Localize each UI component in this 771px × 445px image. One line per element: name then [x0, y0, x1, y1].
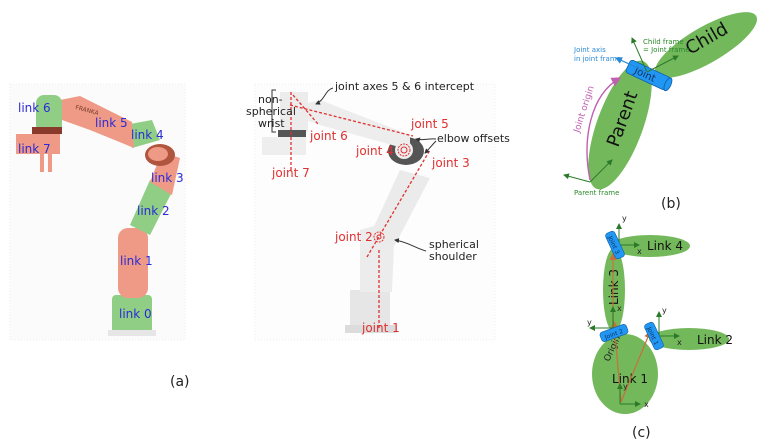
- label-joint-1: joint 1: [361, 321, 400, 335]
- child-frame-x: [646, 55, 679, 73]
- robot-base-plate: [345, 325, 397, 333]
- link-5-shape: [60, 96, 134, 148]
- panel-a-joint-robot: joint 6 joint 7 joint 5 joint 4 joint 3 …: [246, 80, 510, 341]
- link-2-shape: [130, 180, 172, 235]
- annotation-wrist-1: non-: [258, 93, 283, 106]
- child-frame-label-1: Child frame: [643, 38, 684, 46]
- label-joint-6: joint 6: [309, 129, 348, 143]
- label-joint-3: joint 3: [431, 156, 470, 170]
- panel-c: Link 1 Link 2 Link 3 Link 4 Origin x y x…: [587, 214, 733, 414]
- joint-origin-label: Joint origin: [572, 85, 597, 135]
- label-joint-4: joint 4: [355, 144, 394, 158]
- base-plate: [108, 330, 156, 336]
- annotation-intercept: joint axes 5 & 6 intercept: [334, 80, 475, 93]
- label-link-6: link 6: [18, 101, 51, 115]
- link-3-shape: [150, 152, 180, 195]
- joint-2-x-label: x: [617, 304, 622, 313]
- link-0-shape: [112, 295, 152, 333]
- base-y-label: y: [623, 382, 628, 391]
- label-joint-2: joint 2: [334, 230, 373, 244]
- gripper-finger-left: [40, 154, 44, 172]
- intercept-arrow: [315, 87, 334, 105]
- joint-origin-arrow: [586, 77, 622, 181]
- robot-base: [350, 290, 390, 330]
- joint-1-x-label: x: [677, 338, 682, 347]
- label-link-7: link 7: [18, 142, 51, 156]
- link-7-shape: [16, 134, 60, 154]
- label-link-5: link 5: [95, 116, 128, 130]
- label-link-2: link 2: [137, 204, 170, 218]
- child-frame-y: [631, 37, 648, 73]
- joint-2-y-label: y: [587, 318, 592, 327]
- joint-4-marker: [397, 143, 411, 157]
- joint-3-x-label: x: [637, 247, 642, 256]
- joint-6-axis: [292, 94, 319, 125]
- elbow-cap: [148, 147, 168, 161]
- joint-1-y-label: y: [662, 306, 667, 315]
- base-x-label: x: [644, 400, 649, 409]
- label-link-3: link 3: [151, 171, 184, 185]
- link-2-label: Link 2: [697, 333, 733, 347]
- robot-gripper: [262, 137, 306, 155]
- parent-frame-label: Parent frame: [574, 189, 619, 197]
- parent-frame-x: [563, 173, 591, 183]
- robot-flange: [278, 130, 306, 137]
- link-4-shape: [130, 120, 160, 148]
- robot-link-6: [280, 92, 308, 132]
- joint-axis-label-1: Joint axis: [573, 46, 606, 54]
- caption-c: (c): [632, 425, 651, 441]
- flange: [32, 127, 62, 134]
- annotation-shoulder-2: shoulder: [429, 250, 477, 263]
- joint-2-marker: [373, 231, 385, 243]
- elbow-arrow-1: [415, 137, 437, 143]
- joint-3-y-label: y: [622, 214, 627, 223]
- origin-vector-joint-1: [620, 330, 652, 403]
- label-link-0: link 0: [119, 307, 152, 321]
- wrist-bracket: [271, 89, 276, 133]
- label-joint-7: joint 7: [271, 166, 310, 180]
- joint-axis-label-2: in joint frame: [574, 55, 621, 63]
- gripper-finger-right: [48, 154, 52, 172]
- elbow-arrow-2: [424, 140, 437, 154]
- link-3-ellipse: [603, 248, 625, 332]
- link-4-label: Link 4: [647, 239, 683, 253]
- joint-4-marker-inner: [400, 146, 408, 154]
- child-ellipse: [654, 12, 758, 78]
- caption-b: (b): [661, 196, 681, 212]
- annotation-shoulder-1: spherical: [429, 238, 479, 251]
- joint-axes: [289, 92, 431, 330]
- label-link-4: link 4: [131, 128, 164, 142]
- joint-2-marker-inner: [376, 234, 382, 240]
- link-1-shape: [118, 228, 148, 298]
- robot-link-5: [300, 100, 410, 150]
- link-2-ellipse: [649, 328, 729, 350]
- label-link-1: link 1: [120, 254, 153, 268]
- parent-ellipse: [588, 60, 652, 190]
- coordinate-frames: [589, 223, 680, 407]
- annotation-elbow: elbow offsets: [437, 132, 510, 145]
- joint-3-axis: [366, 149, 431, 258]
- joint-end: [663, 77, 673, 92]
- panel-b: Parent Child Joint Joint origin Joint ax…: [563, 12, 758, 197]
- parent-frame-y: [589, 159, 613, 183]
- link-3-label: Link 3: [607, 269, 621, 305]
- link-4-ellipse: [610, 235, 690, 257]
- annotation-wrist-2: spherical: [246, 105, 296, 118]
- caption-a: (a): [170, 374, 190, 390]
- panel-a-colored-robot: FRANKA link 6 link 5 link 4 link 7 link …: [9, 83, 186, 341]
- joint-axis-arrow: [614, 57, 648, 73]
- shoulder-arrow: [394, 238, 427, 252]
- joint-5-axis: [289, 104, 414, 137]
- link-6-shape: [36, 95, 62, 133]
- child-frame-label-2: = Joint frame: [643, 46, 690, 54]
- label-joint-5: joint 5: [410, 117, 449, 131]
